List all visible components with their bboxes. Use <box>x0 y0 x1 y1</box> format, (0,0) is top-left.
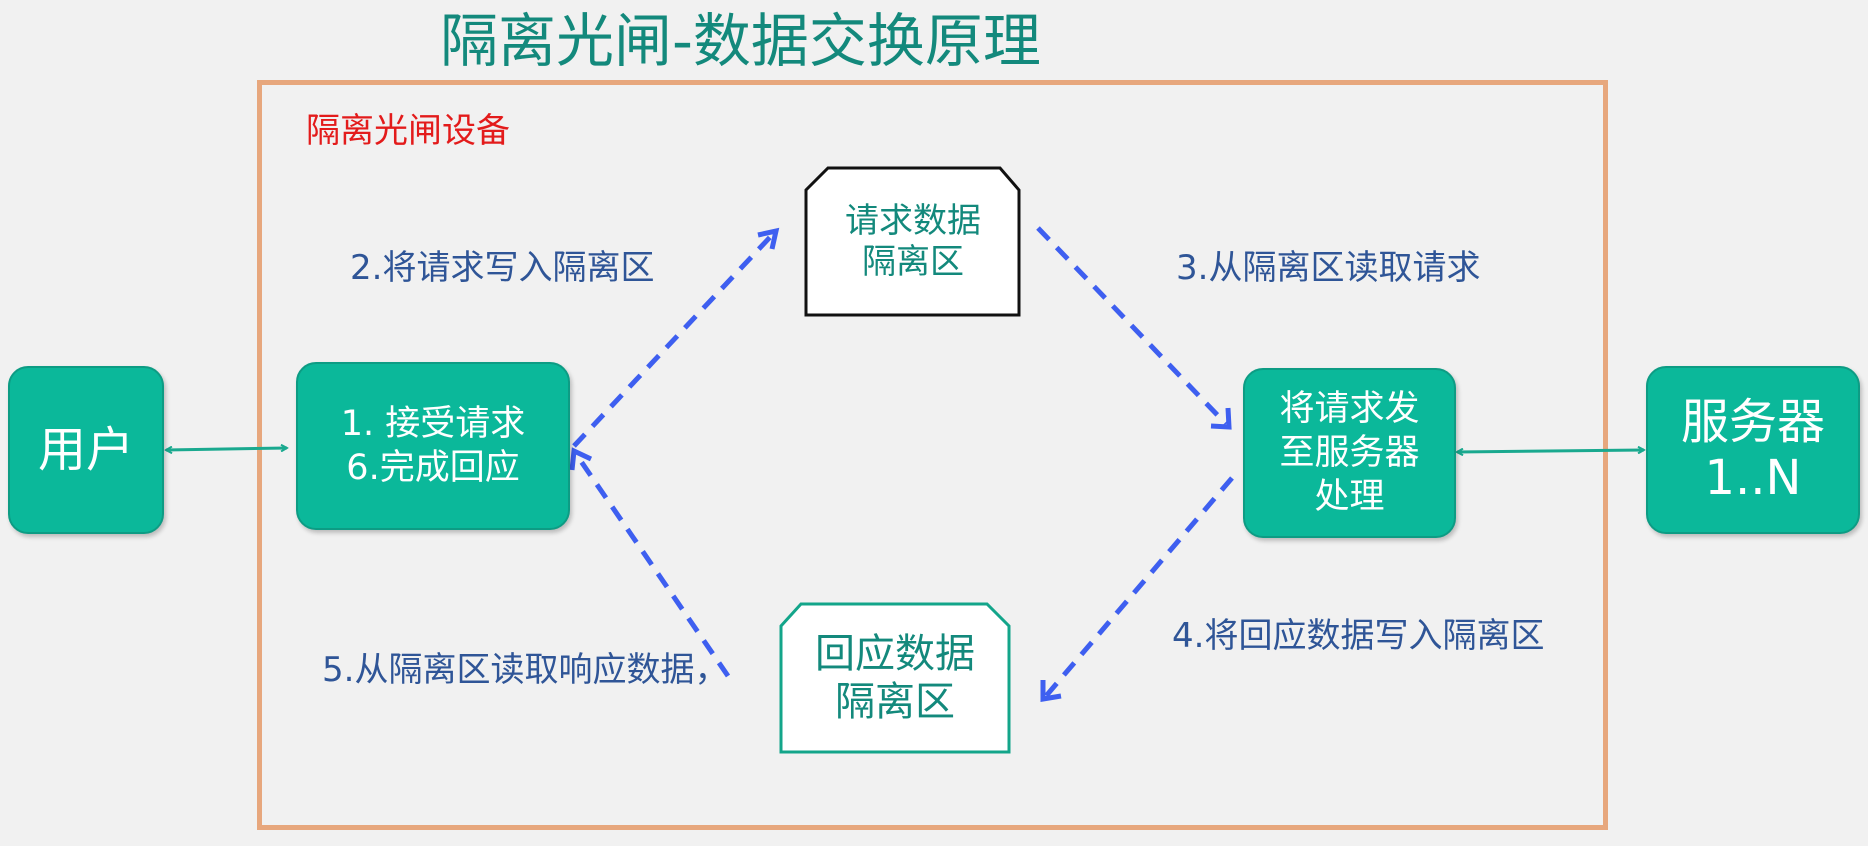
response-zone: 回应数据 隔离区 <box>780 604 1010 752</box>
servers-label: 服务器 1..N <box>1680 394 1825 506</box>
user-node-label: 用户 <box>37 422 134 478</box>
request-zone-label: 请求数据 隔离区 <box>845 201 981 282</box>
request-zone-shape <box>804 166 1021 317</box>
user-client-connector <box>166 448 287 450</box>
client-side-node: 1. 接受请求 6.完成回应 <box>296 362 570 530</box>
step4-arrow <box>1040 476 1234 702</box>
page-title: 隔离光闸-数据交换原理 <box>440 7 1041 75</box>
step2-arrow <box>572 227 780 448</box>
step3-label: 3.从隔离区读取请求 <box>1176 248 1481 288</box>
user-node: 用户 <box>8 366 164 534</box>
client-side-label: 1. 接受请求 6.完成回应 <box>340 404 526 488</box>
device-label: 隔离光闸设备 <box>306 111 510 151</box>
step4-label: 4.将回应数据写入隔离区 <box>1172 616 1545 656</box>
step2-label: 2.将请求写入隔离区 <box>350 248 655 288</box>
request-zone: 请求数据 隔离区 <box>806 170 1020 314</box>
response-zone-shape <box>779 602 1011 754</box>
step5-label: 5.从隔离区读取响应数据， <box>322 650 729 690</box>
step5-arrow <box>569 447 731 678</box>
servers-node: 服务器 1..N <box>1646 366 1860 534</box>
server-connector <box>1457 450 1644 452</box>
server-side-node: 将请求发 至服务器 处理 <box>1243 368 1456 538</box>
response-zone-label: 回应数据 隔离区 <box>815 631 975 725</box>
server-side-label: 将请求发 至服务器 处理 <box>1279 389 1420 517</box>
step3-arrow <box>1036 226 1232 430</box>
